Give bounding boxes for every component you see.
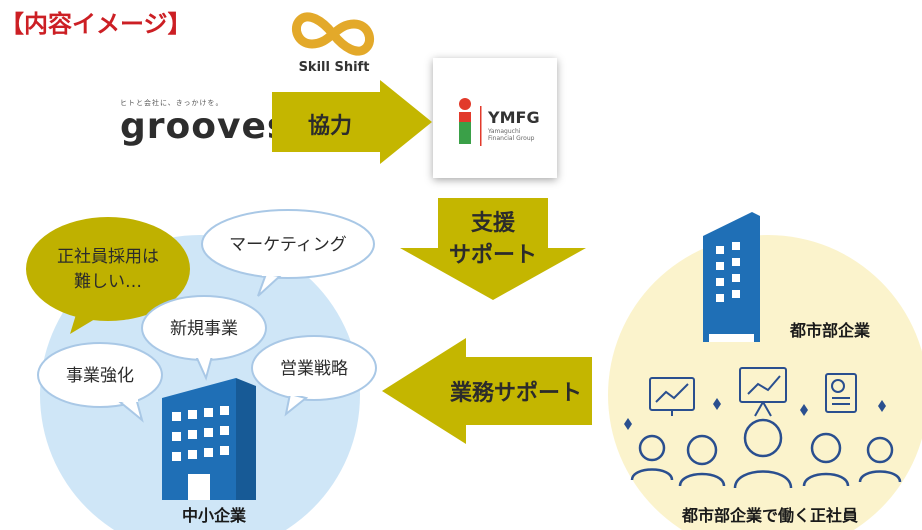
- sme-building-icon: [162, 378, 256, 500]
- ymfg-logo-name: YMFG: [488, 108, 540, 127]
- urban-circle: [608, 235, 922, 530]
- employee-icon: [678, 434, 726, 487]
- chart-board-icon: [649, 377, 695, 416]
- grooves-logo: grooves: [120, 106, 290, 147]
- hiring-text-1: 正社員採用は: [57, 247, 159, 267]
- ymfg-sub-2: Financial Group: [488, 135, 535, 142]
- ymfg-mark-icon: [459, 98, 482, 146]
- cooperation-label: 協力: [308, 113, 352, 139]
- skill-shift-name: Skill Shift: [298, 60, 370, 75]
- sparkle-icons: [624, 398, 886, 430]
- employee-icon: [858, 436, 902, 483]
- speech-bubble-sales-strategy: 営業戦略: [251, 335, 377, 417]
- strengthening-text: 事業強化: [66, 366, 134, 386]
- ymfg-card: [433, 58, 557, 178]
- sme-caption: 中小企業: [182, 506, 247, 525]
- ymfg-logo-sub: Yamaguchi Financial Group: [488, 128, 552, 142]
- support-arrow: 支援 サポート: [400, 198, 586, 300]
- urban-company-caption: 都市部企業: [789, 321, 871, 340]
- hiring-text-2: 難しい…: [74, 272, 142, 292]
- support-label-1: 支援: [471, 211, 516, 236]
- marketing-text: マーケティング: [229, 235, 347, 255]
- speech-bubble-hiring: 正社員採用は 難しい…: [26, 217, 190, 334]
- sales-strategy-text: 営業戦略: [280, 359, 348, 379]
- employee-icon: [630, 434, 674, 481]
- presentation-icon: [739, 367, 787, 417]
- document-icon: [825, 373, 857, 413]
- new-business-text: 新規事業: [170, 319, 238, 339]
- support-label-2: サポート: [449, 242, 537, 268]
- speech-bubble-strengthening: 事業強化: [37, 342, 163, 423]
- page-title: 【内容イメージ】: [0, 10, 192, 38]
- ymfg-sub-1: Yamaguchi: [488, 128, 521, 135]
- employee-icon: [733, 418, 793, 489]
- cooperation-arrow: 協力: [272, 80, 432, 164]
- employee-icon: [802, 432, 850, 487]
- urban-employees-caption: 都市部企業で働く正社員: [681, 506, 858, 525]
- skill-shift-logo: [292, 12, 374, 56]
- urban-building-icon: [703, 212, 760, 342]
- speech-bubble-marketing: マーケティング: [201, 209, 375, 297]
- speech-bubble-new-business: 新規事業: [141, 295, 267, 381]
- business-support-arrow: 業務サポート: [382, 338, 592, 444]
- grooves-tagline: ヒトと会社に、きっかけを。: [120, 99, 224, 107]
- business-support-label: 業務サポート: [450, 380, 582, 406]
